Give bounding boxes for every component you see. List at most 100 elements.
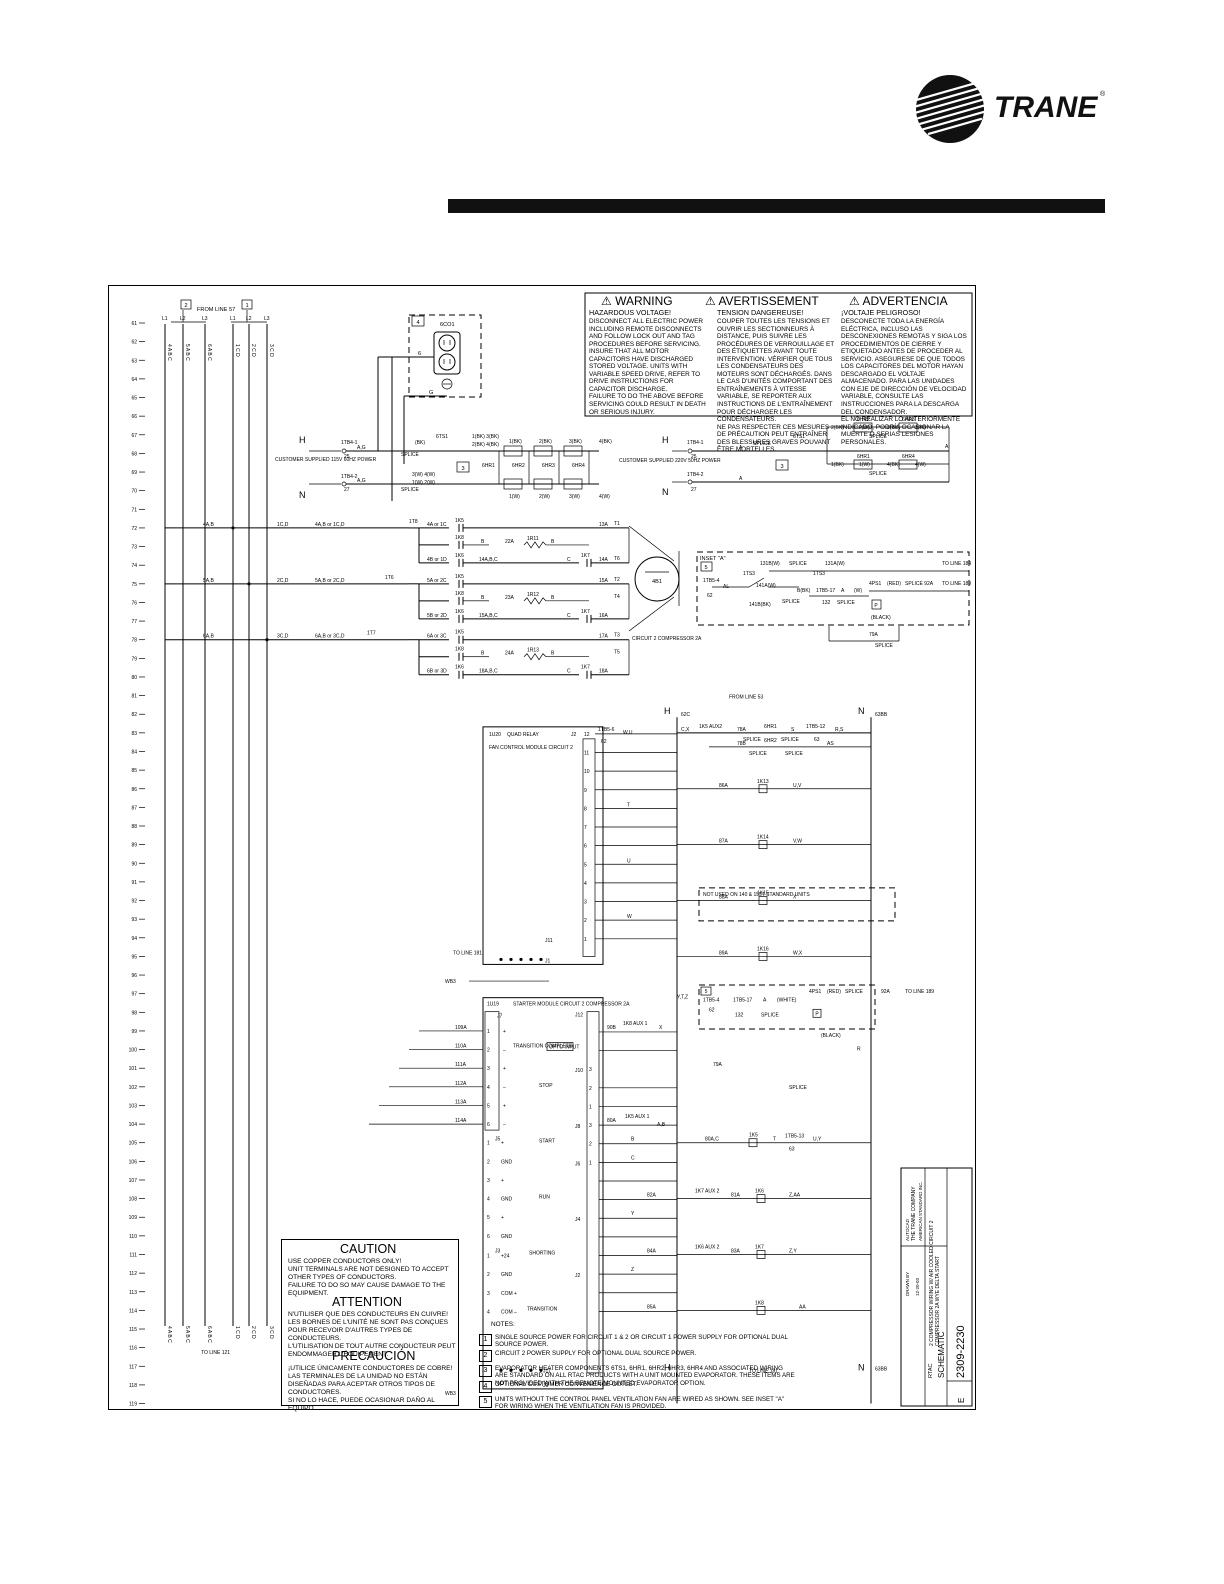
heater-left-name: 6HR1 <box>482 463 495 469</box>
row-number: 83 <box>131 731 137 737</box>
row-number: 73 <box>131 545 137 551</box>
heater-element <box>503 445 523 457</box>
relay-coil <box>758 952 768 961</box>
note-5-box <box>700 986 712 996</box>
resistor-wire: 22A <box>505 539 515 545</box>
starter-to-181: TO LINE 181 <box>749 1368 778 1374</box>
rung-relay: 1K16 <box>757 946 769 952</box>
j10-pin: 1 <box>589 1104 592 1110</box>
gnd-pin: 3 <box>487 1178 490 1184</box>
fan-module-name: FAN CONTROL MODULE CIRCUIT 2 <box>489 745 573 751</box>
control-hr2: 6HR2 <box>764 738 777 744</box>
fan-mid-label: T <box>627 802 630 808</box>
bus-line-label: L2 <box>246 316 252 322</box>
rung-relay: 1K15 <box>757 891 769 897</box>
row-number: 99 <box>131 1029 137 1035</box>
row-number: 117 <box>129 1364 137 1370</box>
resistor-b-out: B <box>551 595 555 601</box>
j8-pin: 1 <box>589 1160 592 1166</box>
starter-splice: SPLICE <box>845 989 863 995</box>
splice: SPLICE <box>785 751 803 757</box>
j8-pin: 2 <box>589 1142 592 1148</box>
fan-pin: 2 <box>584 918 587 924</box>
heater-left-name: 6HR2 <box>512 463 525 469</box>
heater-right-tb1-num: 25 <box>691 454 697 460</box>
fan-pin: 8 <box>584 806 587 812</box>
fan-to-line-181: TO LINE 181 <box>453 950 482 956</box>
rung-out: W,X <box>793 950 803 956</box>
fan-j2: J2 <box>571 732 577 738</box>
heater-left-bksplice: 1(BK) 3(BK) <box>472 434 499 440</box>
cd-feed: 2C,D <box>277 578 289 584</box>
bus-phase-label-bottom: 4 A B C <box>166 1326 172 1343</box>
contactor-in: 4B or 1D <box>427 557 447 563</box>
heater-right-top-label: 2(W) <box>859 425 870 431</box>
bus-phase-label: 5 A B C <box>184 344 190 361</box>
bus-line-label: L1 <box>162 316 168 322</box>
starter-zy: Z,Y <box>789 1249 797 1255</box>
bus-phase-label: 1 C D <box>234 344 240 357</box>
note-2-marker: 2 <box>184 303 187 309</box>
starter-tb13: 1TB5-13 <box>785 1134 804 1140</box>
starter-in-pin: 3 <box>487 1066 490 1072</box>
drawing-rev: E <box>957 1397 966 1403</box>
starter-splice2: SPLICE <box>761 1012 779 1018</box>
caution-es-body: ¡UTILICE ÚNICAMENTE CONDUCTORES DE COBRE… <box>288 1365 453 1412</box>
starter-ab: A,B <box>657 1122 666 1128</box>
starter-k6: 1K6 <box>755 1189 764 1195</box>
row-number: 113 <box>129 1290 137 1296</box>
inset-a-red: (RED) <box>887 581 901 587</box>
wire-c: C <box>567 613 571 619</box>
heater-right-top-label: 3(BK) <box>887 425 900 431</box>
motor-terminal: T4 <box>614 594 620 600</box>
fan-pin: 10 <box>584 769 590 775</box>
heater-left-splice2: SPLICE <box>401 487 419 493</box>
row-number: 87 <box>131 805 137 811</box>
inset-a-bbk: B(BK) <box>797 588 811 594</box>
row-number: 112 <box>129 1271 137 1277</box>
starter-k5: 1K5 <box>749 1133 758 1139</box>
starter-in-wire: 111A <box>455 1062 467 1068</box>
or-feed: 4A,B or 1C,D <box>315 522 345 528</box>
wire-wu: W,U <box>623 730 633 736</box>
phase-feed: 5A,B <box>203 578 215 584</box>
warning-fr-sub: TENSION DANGEREUSE! <box>717 308 804 317</box>
terminal-62: 62 <box>601 739 607 745</box>
inset-a-w: (W) <box>854 588 862 594</box>
heater-element <box>533 478 553 490</box>
row-number: 88 <box>131 824 137 830</box>
heater-element <box>563 478 583 490</box>
bus-line-label: L2 <box>180 316 186 322</box>
abc-label: 15A,B,C <box>479 613 498 619</box>
starter-k7aux2: 1K7 AUX 2 <box>695 1189 720 1195</box>
k5-aux2: 1K5 AUX2 <box>699 724 722 730</box>
current-transformer: 1T8 <box>409 519 418 525</box>
gnd-label: + <box>501 1215 504 1221</box>
starter-right-strip <box>586 1011 600 1374</box>
gnd-pin: 1 <box>487 1141 490 1147</box>
heater-right-top-label: 3(W) <box>915 425 926 431</box>
heater-right-h: H <box>662 435 669 445</box>
inset-a: INSET "A" 5 1TB5-4 62 AL 1TS3 131B(W) SP… <box>696 551 971 649</box>
row-number: 111 <box>129 1253 137 1259</box>
heater-left-tb1-num: 25 <box>344 454 350 460</box>
heater-circuit-115v: H N 1TB4-1 25 1TB4-2 27 CUSTOMER SUPPLIE… <box>275 434 612 500</box>
schematic-svg: .ln{stroke:#000;stroke-width:1;fill:none… <box>129 292 973 1408</box>
inset-a-title: INSET "A" <box>700 556 726 562</box>
not-used-label: NOT USED ON 140 & 155T STANDARD UNITS <box>703 892 810 898</box>
note-text: CIRCUIT 2 POWER SUPPLY FOR OPTIONAL DUAL… <box>495 1349 697 1357</box>
tb5-12: 1TB5-12 <box>806 724 825 730</box>
resistor-label: 1R13 <box>527 648 539 654</box>
inset-a-splice3: SPLICE <box>837 600 855 606</box>
contactor-in: 5B or 2D <box>427 613 447 619</box>
bus-phase-label-bottom: 3 C D <box>268 1326 274 1339</box>
connector-pin <box>519 957 523 962</box>
wire-as: AS <box>827 741 834 747</box>
j12-wire: 90B <box>607 1025 617 1031</box>
row-number: 95 <box>131 954 137 960</box>
fan-terminal-strip <box>582 738 596 957</box>
resistor-b: B <box>481 651 485 657</box>
starter-j11: J11 <box>543 1368 551 1374</box>
connector-pin <box>519 1368 523 1372</box>
row-number: 86 <box>131 787 137 793</box>
